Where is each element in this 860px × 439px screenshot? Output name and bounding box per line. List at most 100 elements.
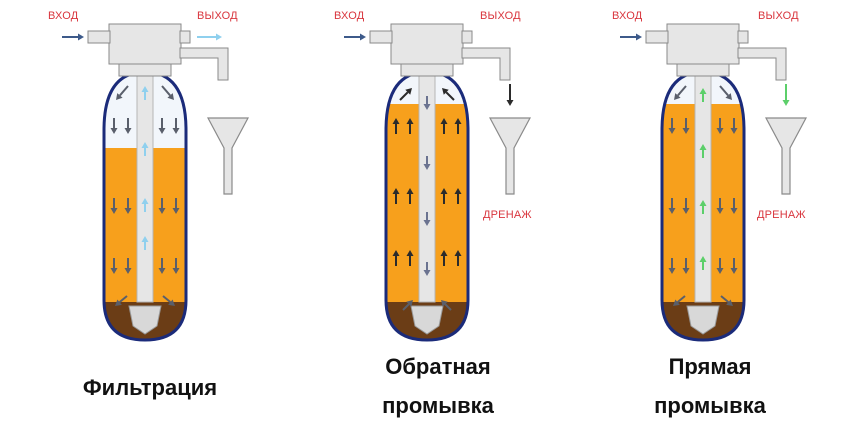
flow-arrow [668,198,676,214]
caption-backwash-line1: Обратная [385,354,491,379]
arrowhead [716,128,724,134]
inlet-pipe [645,30,669,44]
flow-arrow [392,118,400,134]
arrowhead [782,100,790,106]
arrowhead [172,268,180,274]
drain-label: ДРЕНАЖ [483,209,532,221]
arrowhead [506,100,514,106]
flow-arrow [406,188,414,204]
flow-arrow [440,118,448,134]
flow-arrow [716,258,724,274]
riser-tube [136,75,154,303]
arrowhead [392,188,400,194]
flow-arrow [673,295,686,306]
riser-flow-arrow [141,236,149,250]
flow-arrow [402,300,413,311]
flow-arrow [682,198,690,214]
arrowhead [716,268,724,274]
arrowhead [124,268,132,274]
arrowhead [454,118,462,124]
flow-arrow [110,118,118,134]
riser-flow-arrow [141,86,149,100]
arrowhead [699,144,707,150]
outlet-label: ВЫХОД [197,10,238,22]
riser-flow-arrow [423,96,431,110]
arrow-shaft [676,295,686,303]
arrowhead [158,128,166,134]
arrow-shaft [399,91,409,101]
caption-backwash-line2: промывка [382,393,494,418]
funnel-icon [489,117,531,195]
arrowhead [716,208,724,214]
flow-arrow [440,188,448,204]
outlet-arrow-icon [197,33,222,41]
arrowhead [440,118,448,124]
drain-pipe [737,47,787,81]
arrowhead [141,236,149,242]
flow-arrow [158,118,166,134]
valve-neck [676,63,730,77]
arrowhead [440,250,448,256]
panel-backwash [344,23,531,342]
flow-arrow [454,118,462,134]
flow-arrow [124,198,132,214]
riser-flow-arrow [699,200,707,214]
flow-arrow [730,198,738,214]
arrowhead [636,33,642,41]
arrowhead [440,188,448,194]
arrowhead [406,188,414,194]
riser-flow-arrow [699,88,707,102]
riser-flow-arrow [423,156,431,170]
flow-arrow [668,118,676,134]
riser-flow-arrow [699,144,707,158]
flow-arrow [172,258,180,274]
flow-arrow [116,85,129,100]
arrowhead [124,128,132,134]
arrowhead [726,299,733,306]
caption-forward-wash-line2: промывка [654,393,766,418]
arrowhead [454,188,462,194]
riser-flow-arrow [423,262,431,276]
drain-label: ДРЕНАЖ [757,209,806,221]
flow-arrow [161,85,174,100]
drain-pipe [461,47,511,81]
arrow-shaft [402,303,410,311]
bottom-distributor [128,305,162,335]
flow-arrow [682,258,690,274]
arrowhead [406,300,413,307]
flow-arrow [158,198,166,214]
arrowhead [115,299,122,306]
arrowhead [158,268,166,274]
drain-pipe [179,47,229,81]
valve-neck [118,63,172,77]
arrowhead [423,164,431,170]
arrowhead [730,128,738,134]
flow-arrow [716,198,724,214]
arrowhead [668,208,676,214]
arrow-shaft [118,295,128,303]
arrowhead [673,299,680,306]
valve-neck [400,63,454,77]
flow-arrow [158,258,166,274]
arrowhead [682,128,690,134]
arrowhead [406,118,414,124]
outlet-label: ВЫХОД [758,10,799,22]
arrowhead [168,299,175,306]
flow-arrow [730,258,738,274]
flow-arrow [162,295,175,306]
bottom-distributor [410,305,444,335]
arrowhead [682,208,690,214]
drain-arrow-icon [506,84,514,106]
riser-flow-arrow [141,198,149,212]
riser-flow-arrow [141,142,149,156]
arrowhead [730,268,738,274]
control-valve-head [108,23,182,65]
arrowhead [699,256,707,262]
arrow-shaft [161,85,171,97]
caption-filtration: Фильтрация [82,375,218,400]
arrowhead [423,220,431,226]
arrowhead [730,208,738,214]
outlet-pipe [179,30,191,44]
flow-arrow [172,118,180,134]
